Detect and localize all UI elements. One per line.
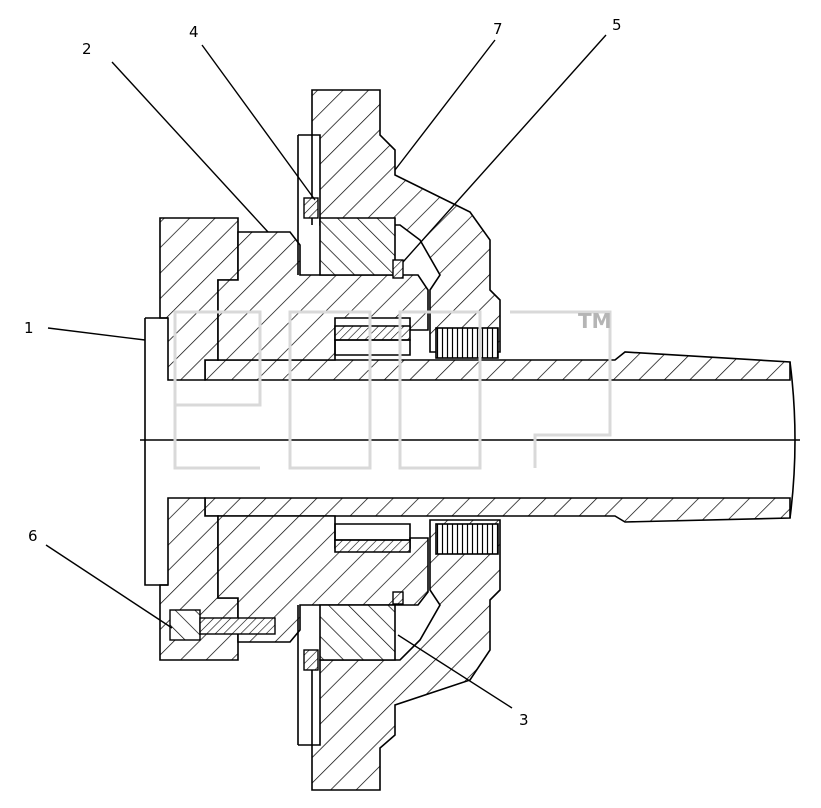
housing — [297, 89, 501, 791]
callout-6: 6 — [28, 527, 38, 545]
bolt — [169, 609, 276, 641]
roller-bearing — [435, 327, 499, 555]
trademark-symbol: TM — [578, 309, 612, 333]
callout-5: 5 — [612, 16, 622, 34]
bushing — [334, 325, 411, 553]
planet-carrier — [217, 231, 429, 643]
leaders — [45, 34, 607, 709]
seal — [303, 197, 319, 671]
callout-2: 2 — [82, 40, 92, 58]
callout-1: 1 — [24, 319, 34, 337]
callout-7: 7 — [493, 20, 503, 38]
shaft — [204, 351, 796, 523]
o-ring — [392, 259, 404, 605]
callout-4: 4 — [189, 23, 199, 41]
ring-gear — [319, 217, 396, 661]
callout-3: 3 — [519, 711, 529, 729]
watermark-logo: TM — [173, 309, 612, 470]
